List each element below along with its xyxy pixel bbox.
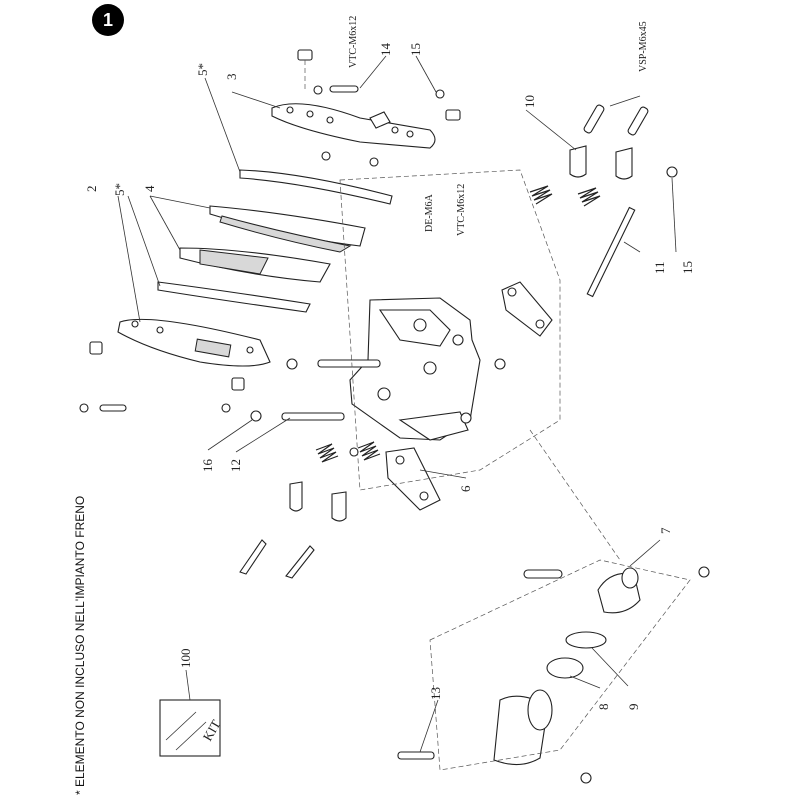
callout-2: 2 (84, 186, 99, 193)
kit-box: KIT (159, 699, 223, 757)
code-de: DE-M6A (424, 193, 435, 232)
pins-12-16 (250, 358, 506, 424)
springs-mid (315, 441, 381, 463)
callout-16: 16 (200, 459, 215, 473)
callout-8: 8 (596, 704, 611, 711)
code-vtc-mid: VTC-M6x12 (456, 184, 467, 236)
callout-15-right: 15 (680, 261, 695, 274)
seal-part-8 (546, 657, 584, 679)
callout-5-lower: 5* (112, 183, 127, 196)
bracket-part-6 (385, 447, 441, 511)
page-number-badge: 1 (92, 4, 124, 36)
callout-12: 12 (228, 459, 243, 472)
callout-7: 7 (658, 527, 673, 534)
callout-10: 10 (522, 95, 537, 108)
pistons-screws (239, 481, 347, 579)
pad-assembly (117, 103, 436, 367)
strip-part-5-upper (239, 169, 393, 205)
callout-labels: 2 5* 4 5* 3 14 15 10 11 15 16 12 6 7 8 9… (84, 43, 695, 711)
upper-right-parts (529, 104, 678, 298)
callout-100: 100 (178, 649, 193, 669)
callout-11: 11 (652, 261, 667, 274)
upper-fasteners (79, 49, 461, 413)
callout-15-top: 15 (408, 43, 423, 56)
callout-13: 13 (428, 687, 443, 700)
code-vsp: VSP-M6x45 (638, 21, 649, 72)
plate-part-3 (271, 103, 436, 149)
plate-part-2 (117, 318, 271, 367)
callout-5-upper: 5* (195, 63, 210, 76)
code-vtc-top: VTC-M6x12 (348, 16, 359, 68)
footnote: * ELEMENTO NON INCLUSO NELL'IMPIANTO FRE… (73, 496, 87, 795)
part-codes: VTC-M6x12 VSP-M6x45 DE-M6A VTC-M6x12 (348, 16, 649, 236)
cylinder-assembly (397, 566, 710, 784)
callout-6: 6 (458, 485, 473, 492)
callout-9: 9 (626, 704, 641, 711)
callout-3: 3 (224, 74, 239, 81)
strip-part-5-lower (157, 281, 311, 313)
caliper-body (349, 297, 481, 441)
svg-text:1: 1 (103, 10, 113, 30)
callout-14: 14 (378, 43, 393, 57)
rod-part-11 (586, 206, 636, 298)
callout-4: 4 (142, 185, 157, 192)
oring-part-9 (565, 631, 607, 649)
